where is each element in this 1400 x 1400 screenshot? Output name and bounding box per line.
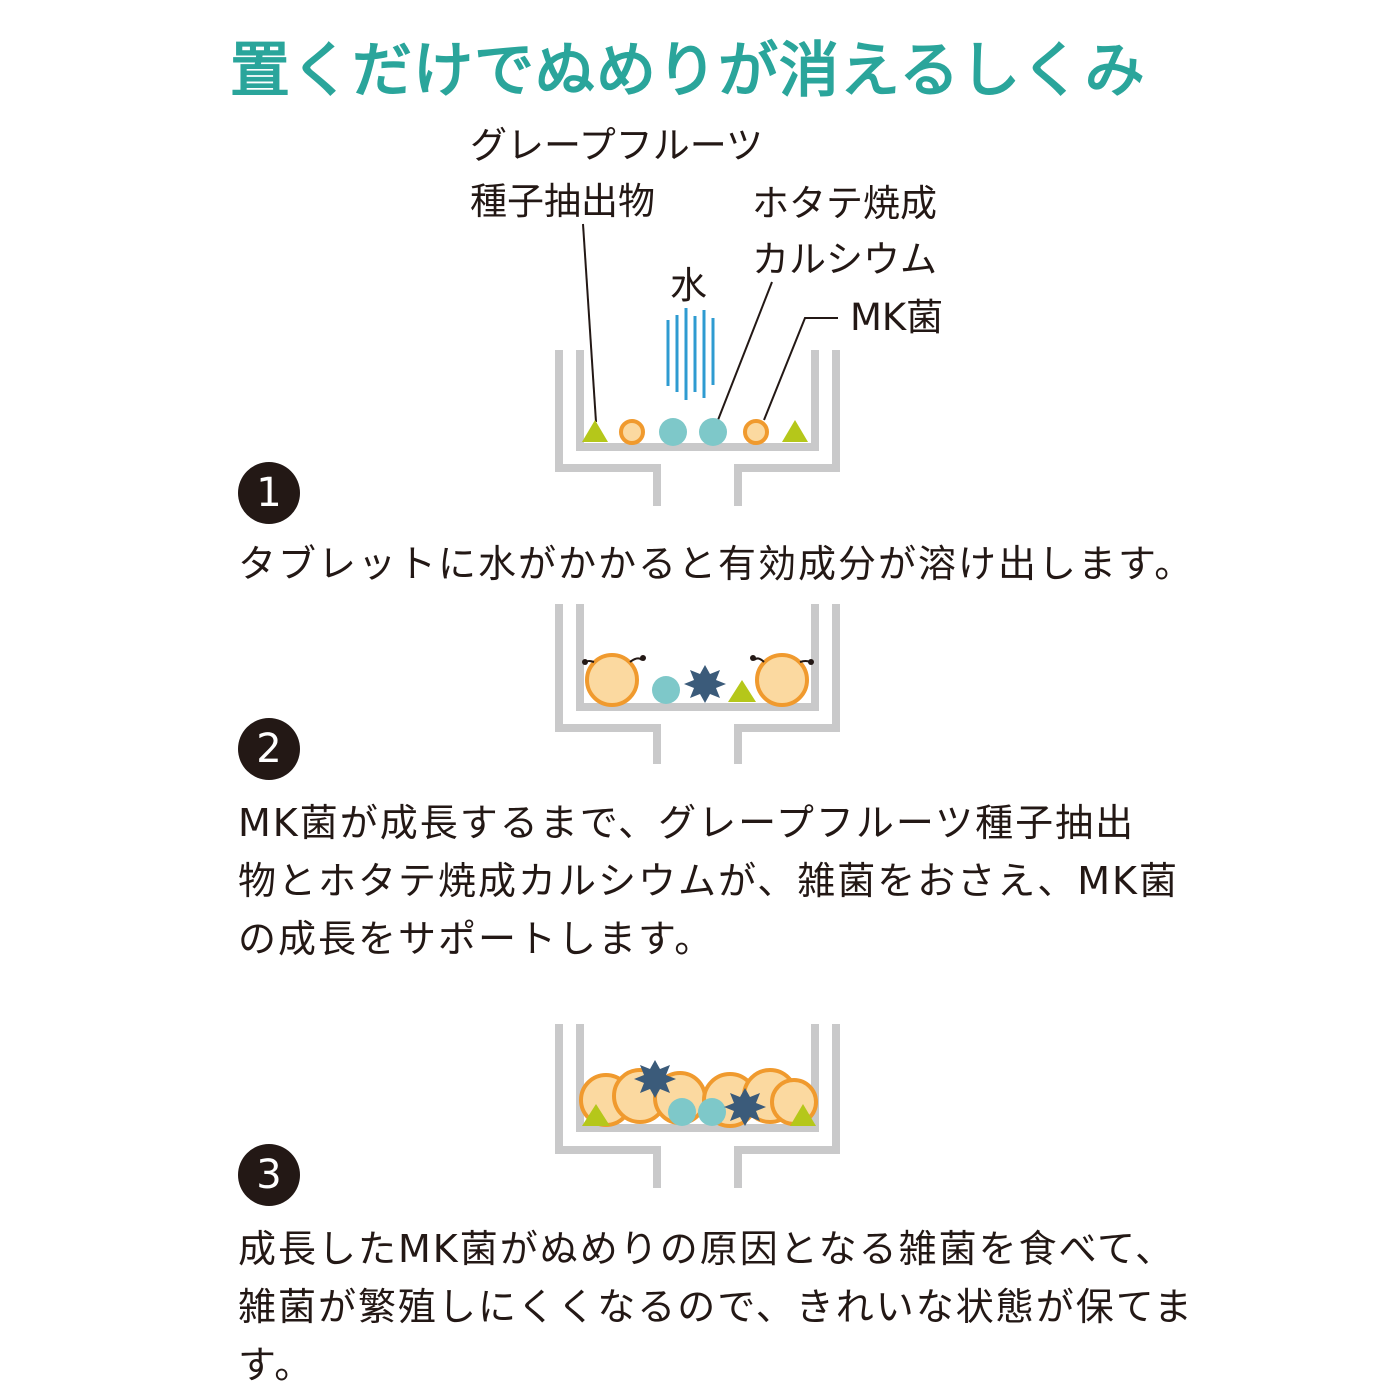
- container-2: [555, 604, 840, 764]
- step-1-number: 1: [238, 462, 300, 524]
- scallop-calcium-marker: [699, 418, 727, 446]
- scallop-label-line2: カルシウム: [752, 238, 937, 281]
- germ: [684, 665, 726, 703]
- scallop-calcium-marker: [698, 1098, 726, 1126]
- scallop-calcium-marker: [659, 418, 687, 446]
- grapefruit-label-line2: 種子抽出物: [470, 180, 655, 223]
- grapefruit-extract-marker: [790, 1104, 816, 1126]
- step-2-text: MK菌が成長するまで、グレープフルーツ種子抽出 物とホタテ焼成カルシウムが、雑菌…: [238, 794, 1179, 968]
- step-3-line: 雑菌が繁殖しにくくなるので、きれいな状態が保てま: [238, 1285, 1194, 1329]
- mk-bacteria-grown: [750, 653, 814, 707]
- step-2-number: 2: [238, 718, 300, 780]
- container-3: [555, 1024, 840, 1188]
- step-3-line: 成長したMK菌がぬめりの原因となる雑菌を食べて、: [238, 1227, 1176, 1271]
- container-1: [555, 350, 840, 506]
- grapefruit-extract-marker: [782, 420, 808, 442]
- step-2-line: 物とホタテ焼成カルシウムが、雑菌をおさえ、MK菌: [238, 859, 1179, 903]
- scallop-calcium-marker: [652, 676, 680, 704]
- scallop-label-line1: ホタテ焼成: [752, 182, 937, 225]
- water-label: 水: [670, 264, 707, 307]
- grapefruit-label: グレープフルーツ 種子抽出物: [470, 118, 763, 230]
- germ: [634, 1060, 676, 1098]
- mk-bacteria-multiplied: [579, 1068, 818, 1128]
- scallop-label: ホタテ焼成 カルシウム: [752, 176, 937, 288]
- step-2-line: MK菌が成長するまで、グレープフルーツ種子抽出: [238, 801, 1136, 845]
- grapefruit-extract-marker: [582, 420, 608, 442]
- mk-bacteria-grown: [582, 653, 646, 707]
- scallop-calcium-marker: [668, 1098, 696, 1126]
- step-3-line: す。: [238, 1343, 315, 1387]
- mk-bacteria-marker: [619, 419, 645, 445]
- grapefruit-extract-marker: [582, 1104, 610, 1126]
- mk-label: MK菌: [850, 296, 944, 339]
- page-title: 置くだけでぬめりが消えるしくみ: [230, 36, 1146, 106]
- step-3-number: 3: [238, 1144, 300, 1206]
- step-1-text: タブレットに水がかかると有効成分が溶け出します。: [238, 535, 1194, 593]
- leader-lines: [582, 223, 838, 423]
- grapefruit-extract-marker: [728, 680, 756, 702]
- germ: [724, 1088, 766, 1126]
- mk-bacteria-marker: [743, 419, 769, 445]
- step-3-text: 成長したMK菌がぬめりの原因となる雑菌を食べて、 雑菌が繁殖しにくくなるので、き…: [238, 1220, 1194, 1394]
- step-1-line: タブレットに水がかかると有効成分が溶け出します。: [238, 542, 1195, 586]
- grapefruit-label-line1: グレープフルーツ: [470, 124, 764, 167]
- water-lines: [666, 308, 715, 400]
- step-2-line: の成長をサポートします。: [238, 917, 715, 961]
